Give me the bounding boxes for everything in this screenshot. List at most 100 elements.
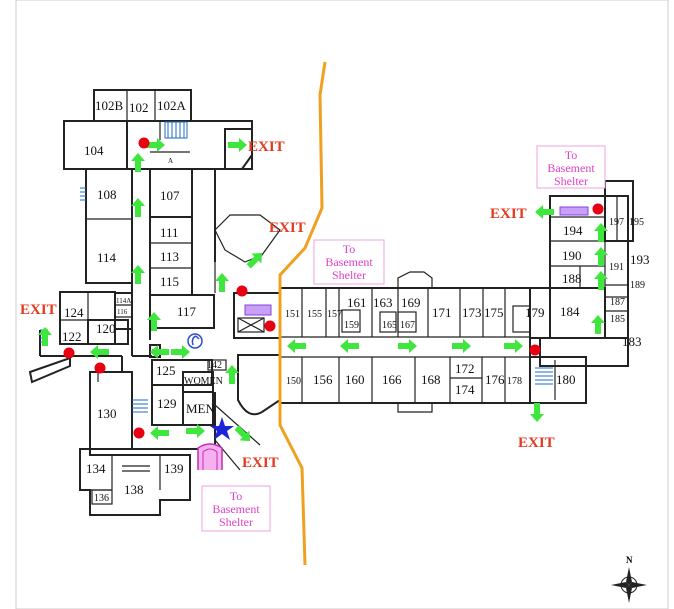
- shelter-note-south: To Basement Shelter: [201, 485, 271, 532]
- room-113: 113: [160, 249, 179, 264]
- route-arrow-icon: [131, 198, 145, 217]
- route-arrow-icon: [287, 339, 306, 353]
- exit-marker-dot: [94, 362, 106, 374]
- route-arrow-icon: [186, 424, 205, 438]
- compass-north-label: N: [626, 555, 633, 565]
- room-167: 167: [400, 320, 415, 331]
- room-195: 195: [629, 217, 644, 228]
- room-labels: 102B 102 102A 104 A 108 107 111 113 115 …: [62, 98, 650, 504]
- room-155: 155: [307, 309, 322, 320]
- room-190: 190: [562, 248, 582, 263]
- room-114A: 114A: [116, 297, 131, 305]
- room-172: 172: [455, 361, 475, 376]
- room-108: 108: [97, 187, 117, 202]
- svg-text:Basement: Basement: [325, 255, 373, 269]
- room-184: 184: [560, 304, 580, 319]
- room-165: 165: [382, 320, 397, 331]
- route-arrow-icon: [147, 312, 161, 331]
- room-151: 151: [285, 309, 300, 320]
- room-111: 111: [160, 225, 179, 240]
- room-169: 169: [401, 295, 421, 310]
- room-107: 107: [160, 188, 180, 203]
- route-arrow-icon: [398, 339, 417, 353]
- room-102A: 102A: [157, 98, 187, 113]
- star-icon: [210, 417, 234, 440]
- room-116: 116: [117, 308, 128, 316]
- route-arrow-icon: [340, 339, 359, 353]
- room-179: 179: [525, 305, 545, 320]
- route-arrow-icon: [594, 247, 608, 266]
- room-185: 185: [610, 314, 625, 325]
- room-104: 104: [84, 143, 104, 158]
- route-arrow-icon: [131, 265, 145, 284]
- route-arrow-icon: [452, 339, 471, 353]
- room-191: 191: [609, 262, 624, 273]
- exit-label-middle: EXIT: [269, 220, 306, 236]
- exit-marker-dot: [264, 320, 276, 332]
- route-arrow-icon: [146, 138, 165, 152]
- svg-text:To: To: [565, 148, 578, 162]
- svg-text:Basement: Basement: [212, 502, 260, 516]
- route-arrow-icon: [90, 345, 109, 359]
- route-arrow-icon: [504, 339, 523, 353]
- room-183: 183: [622, 334, 642, 349]
- exit-label-east: EXIT: [490, 206, 527, 222]
- room-114: 114: [97, 250, 117, 265]
- route-arrow-icon: [150, 426, 169, 440]
- room-men: MEN: [186, 401, 216, 416]
- room-161: 161: [347, 295, 367, 310]
- route-arrow-icon: [225, 365, 239, 384]
- exit-marker-dot: [529, 344, 541, 356]
- exit-label-south: EXIT: [242, 455, 279, 471]
- room-115: 115: [160, 274, 179, 289]
- route-arrow-icon: [535, 205, 554, 219]
- room-173: 173: [462, 305, 482, 320]
- room-193: 193: [630, 252, 650, 267]
- route-arrow-icon: [131, 153, 145, 172]
- room-120: 120: [96, 321, 116, 336]
- east-wing-walls: [279, 180, 634, 413]
- room-187: 187: [610, 297, 625, 308]
- room-175: 175: [484, 305, 504, 320]
- room-189: 189: [630, 280, 645, 291]
- stairs: [40, 121, 589, 470]
- exit-marker-dot: [63, 347, 75, 359]
- room-159: 159: [344, 320, 359, 331]
- room-A: A: [168, 157, 173, 165]
- route-arrow-icon: [150, 345, 169, 359]
- room-women: WOMEN: [184, 376, 223, 387]
- svg-text:To: To: [343, 242, 356, 256]
- evacuation-route-arrows: [38, 138, 608, 442]
- room-188: 188: [562, 271, 582, 286]
- route-arrow-icon: [171, 345, 190, 359]
- room-178: 178: [507, 376, 522, 387]
- route-arrow-icon: [530, 403, 544, 422]
- route-arrow-icon: [594, 223, 608, 242]
- room-150: 150: [286, 376, 301, 387]
- exit-marker-dot: [133, 427, 145, 439]
- exit-label-west: EXIT: [20, 302, 57, 318]
- room-125: 125: [156, 363, 176, 378]
- room-117: 117: [177, 304, 197, 319]
- route-arrow-icon: [234, 425, 251, 442]
- west-wing-walls: [28, 89, 281, 516]
- room-134: 134: [86, 461, 106, 476]
- exit-labels: EXIT EXIT EXIT EXIT EXIT EXIT: [20, 139, 555, 471]
- room-160: 160: [345, 372, 365, 387]
- elevator-icon: [187, 333, 203, 349]
- route-arrow-icon: [246, 252, 263, 269]
- room-130: 130: [97, 406, 117, 421]
- route-arrow-icon: [215, 273, 229, 292]
- room-156: 156: [313, 372, 333, 387]
- exit-marker-dot: [592, 203, 604, 215]
- room-102B: 102B: [95, 98, 124, 113]
- svg-text:Shelter: Shelter: [554, 174, 588, 188]
- room-176: 176: [485, 372, 505, 387]
- exit-label-top: EXIT: [248, 139, 285, 155]
- wing-divider-line: [278, 61, 327, 566]
- room-124: 124: [64, 305, 84, 320]
- room-129: 129: [157, 396, 177, 411]
- exit-marker-dot: [138, 137, 150, 149]
- room-174: 174: [455, 382, 475, 397]
